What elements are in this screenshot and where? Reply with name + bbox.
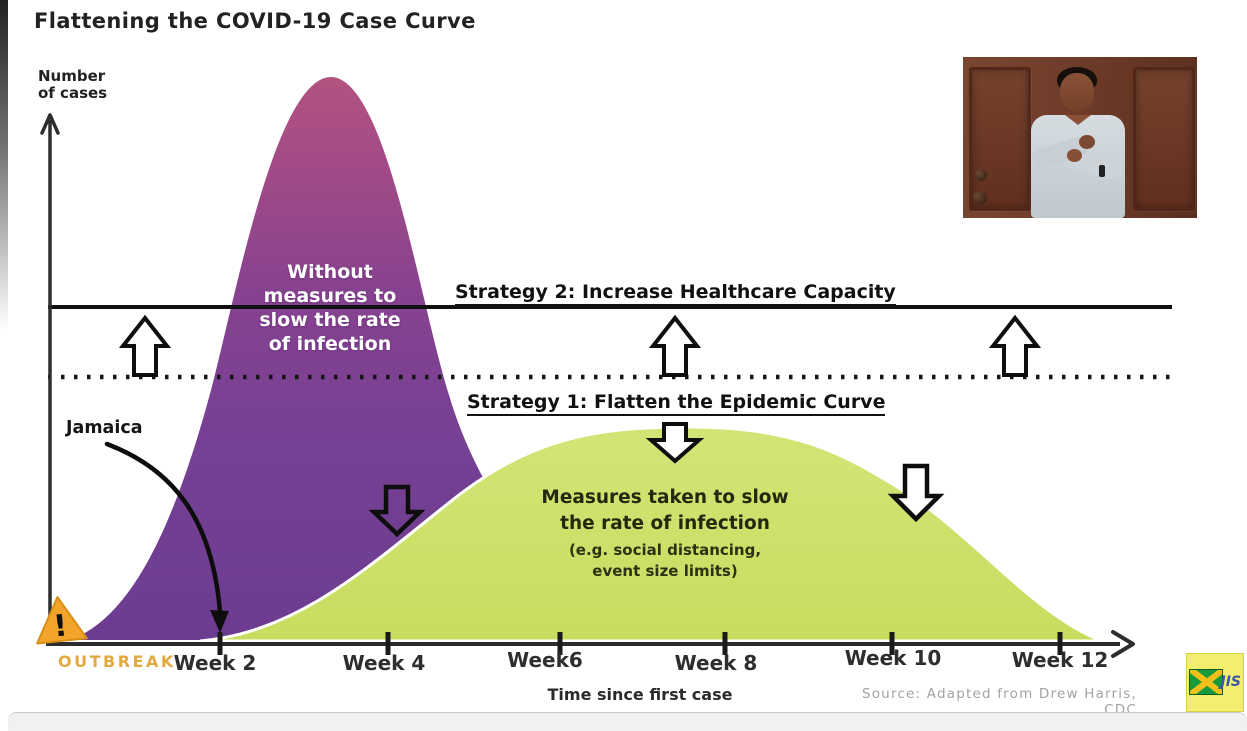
- outbreak-label: OUTBREAK: [58, 652, 176, 671]
- down-arrow-icon: [645, 422, 705, 464]
- without-measures-label: Without measures to slow the rate of inf…: [259, 261, 401, 355]
- down-arrow-icon: [887, 463, 945, 523]
- tick-label-week4: Week 4: [342, 651, 426, 675]
- y-axis-label-line2: of cases: [38, 84, 108, 102]
- x-axis-ticks: [217, 632, 1063, 655]
- jamaica-arrowhead-icon: [210, 610, 229, 633]
- wristwatch: [1099, 165, 1105, 177]
- interpreter-face: [1060, 73, 1094, 111]
- interpreter-hand: [1067, 149, 1082, 162]
- interpreter-collar: [1065, 115, 1091, 125]
- door-panel: [969, 67, 1031, 211]
- jamaica-label: Jamaica: [66, 418, 143, 438]
- strategy2-label: Strategy 2: Increase Healthcare Capacity: [455, 281, 896, 306]
- x-axis-arrow-icon: [1111, 630, 1135, 658]
- door-knob: [973, 191, 987, 205]
- x-axis-label: Time since first case: [547, 685, 733, 704]
- page-title: Flattening the COVID-19 Case Curve: [34, 9, 476, 33]
- jamaica-flag-icon: [1190, 670, 1222, 694]
- measures-examples-label: (e.g. social distancing, event size limi…: [568, 541, 762, 580]
- strategy1-label: Strategy 1: Flatten the Epidemic Curve: [467, 391, 886, 416]
- y-axis-label: Number of cases: [38, 68, 107, 102]
- jamaica-pointer-arrow: [104, 441, 223, 615]
- jis-logo-text: JIS: [1220, 674, 1241, 690]
- svg-text:!: !: [52, 608, 69, 644]
- measures-taken-label: Measures taken to slow the rate of infec…: [541, 487, 789, 534]
- tick-label-week2: Week 2: [173, 651, 257, 675]
- interpreter-video-inset: [963, 57, 1197, 218]
- tick-label-week12: Week 12: [1011, 648, 1109, 672]
- jis-logo: JIS: [1186, 653, 1244, 712]
- y-axis-label-line1: Number: [38, 67, 106, 85]
- y-axis-arrow-icon: [40, 113, 60, 135]
- up-arrow-icon: [118, 314, 1042, 377]
- tick-label-week8: Week 8: [674, 651, 758, 675]
- door-knob: [975, 169, 987, 181]
- sign-language-interpreter: [1023, 65, 1133, 218]
- bottom-bar: [8, 712, 1247, 731]
- tick-label-week10: Week 10: [844, 646, 942, 670]
- left-edge-shadow: [0, 0, 8, 330]
- tick-label-week6: Week6: [507, 648, 583, 672]
- down-arrow-icon: [368, 484, 426, 538]
- door-panel: [1133, 67, 1195, 211]
- warning-icon: !: [36, 596, 88, 645]
- interpreter-hand: [1079, 135, 1095, 149]
